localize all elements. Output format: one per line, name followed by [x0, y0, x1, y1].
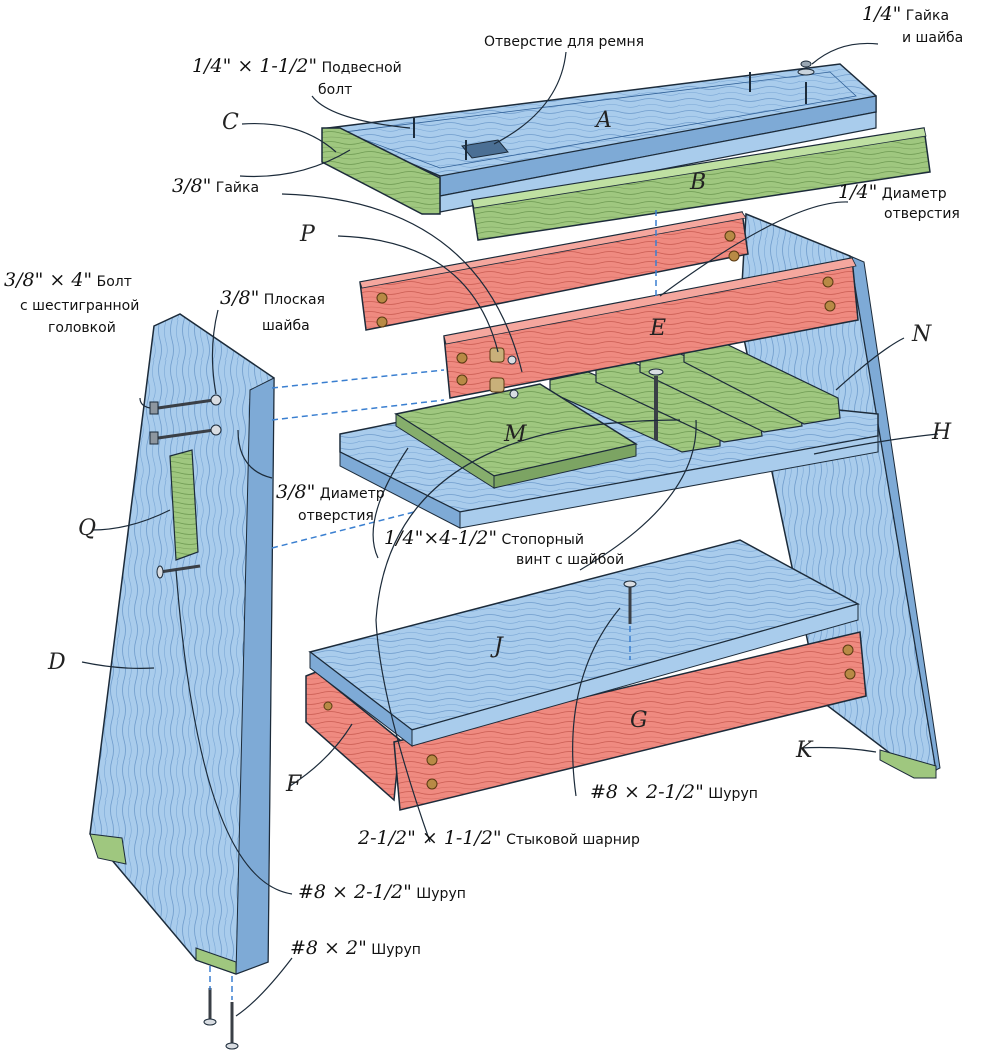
letter-c: C [222, 110, 239, 135]
label-hole-14: 1/4" Диаметр [838, 181, 947, 203]
alignment-lines [209, 210, 657, 1000]
label-hanger-bolt-line2: болт [318, 82, 353, 98]
part-n-slats [549, 341, 841, 453]
letter-k: K [796, 738, 813, 763]
letter-q: Q [78, 516, 97, 541]
screw-q [156, 564, 201, 579]
label-nut-38-size: 3/8" [172, 175, 212, 197]
letter-h: H [932, 420, 952, 445]
barrel-nuts [489, 347, 519, 399]
label-screw-j: #8 × 2-1/2" Шуруп [590, 781, 758, 803]
part-k-right-leg [739, 212, 941, 779]
letter-g: G [630, 708, 648, 733]
label-nut-38-text: Гайка [215, 180, 260, 196]
letter-a: A [596, 108, 612, 133]
label-hole-38-line2: отверстия [298, 508, 374, 524]
label-screw-j-text: Шуруп [708, 786, 758, 802]
label-hinge-size: 2-1/2" × 1-1/2" [358, 827, 502, 849]
letter-b: B [690, 170, 707, 195]
label-hanger-bolt-text-1: Подвесной [321, 60, 402, 76]
label-hanger-bolt: 1/4" × 1-1/2" Подвесной [192, 55, 402, 77]
label-nut-washer: 1/4" Гайка [862, 3, 950, 25]
label-hex-bolt: 3/8" × 4" Болт [4, 269, 132, 291]
part-q-block [169, 449, 199, 561]
part-e-rail [443, 257, 859, 399]
label-hole-38: 3/8" Диаметр [276, 481, 385, 503]
label-hanger-bolt-size: 1/4" × 1-1/2" [192, 55, 318, 77]
label-screw-foot-size: #8 × 2" [290, 937, 367, 959]
label-screw-foot: #8 × 2" Шуруп [290, 937, 421, 959]
label-screw-foot-text: Шуруп [371, 942, 421, 958]
label-flat-washer-line2: шайба [262, 318, 310, 334]
letter-f: F [286, 772, 302, 797]
part-b-rail [471, 127, 931, 241]
label-hole-38-size: 3/8" [276, 481, 316, 503]
hex-bolts [149, 394, 222, 445]
part-j-shelf [308, 539, 860, 748]
letter-e: E [650, 316, 667, 341]
nut-washer-top [797, 60, 815, 76]
label-screw-q: #8 × 2-1/2" Шуруп [298, 881, 466, 903]
part-d-left-leg [89, 313, 275, 975]
hanger-bolts [413, 72, 807, 160]
label-hinge: 2-1/2" × 1-1/2" Стыковой шарнир [358, 827, 640, 849]
label-screw-j-size: #8 × 2-1/2" [590, 781, 704, 803]
letter-n: N [912, 322, 932, 347]
label-screw-q-size: #8 × 2-1/2" [298, 881, 412, 903]
label-hex-bolt-line2: с шестигранной [20, 298, 140, 314]
label-hole-14-size: 1/4" [838, 181, 878, 203]
label-hole-38-text-1: Диаметр [319, 486, 385, 502]
label-hex-bolt-line3: головкой [48, 320, 116, 336]
part-m-plate [394, 383, 638, 489]
label-screw-q-text: Шуруп [416, 886, 466, 902]
label-nut-washer-text-1: Гайка [905, 8, 950, 24]
foot-screws [203, 988, 239, 1050]
leader-lines [81, 42, 939, 1017]
letter-j: J [494, 634, 503, 659]
letter-m: M [504, 422, 527, 447]
letter-d: D [48, 650, 66, 675]
label-flat-washer-text-1: Плоская [263, 292, 325, 308]
label-nut-washer-size: 1/4" [862, 3, 902, 25]
label-nut-washer-line2: и шайба [902, 30, 964, 46]
label-nut-38: 3/8" Гайка [172, 175, 260, 197]
set-screw [648, 368, 664, 440]
label-hex-bolt-text-1: Болт [96, 274, 132, 290]
screw-j [623, 580, 637, 624]
label-flat-washer: 3/8" Плоская [220, 287, 325, 309]
label-flat-washer-size: 3/8" [220, 287, 260, 309]
label-hinge-text: Стыковой шарнир [506, 832, 640, 848]
label-set-screw: 1/4"×4-1/2" Стопорный [384, 527, 584, 549]
label-set-screw-size: 1/4"×4-1/2" [384, 527, 498, 549]
part-g-rail [393, 631, 867, 811]
label-hole-14-line2: отверстия [884, 206, 960, 222]
label-set-screw-text-1: Стопорный [501, 532, 584, 548]
part-p-rail [359, 211, 749, 331]
label-hex-bolt-size: 3/8" × 4" [4, 269, 93, 291]
label-set-screw-line2: винт с шайбой [516, 552, 625, 568]
label-strap-hole: Отверстие для ремня [484, 34, 645, 50]
letter-p: P [300, 222, 315, 247]
part-c-end [321, 127, 441, 215]
label-hole-14-text-1: Диаметр [881, 186, 947, 202]
